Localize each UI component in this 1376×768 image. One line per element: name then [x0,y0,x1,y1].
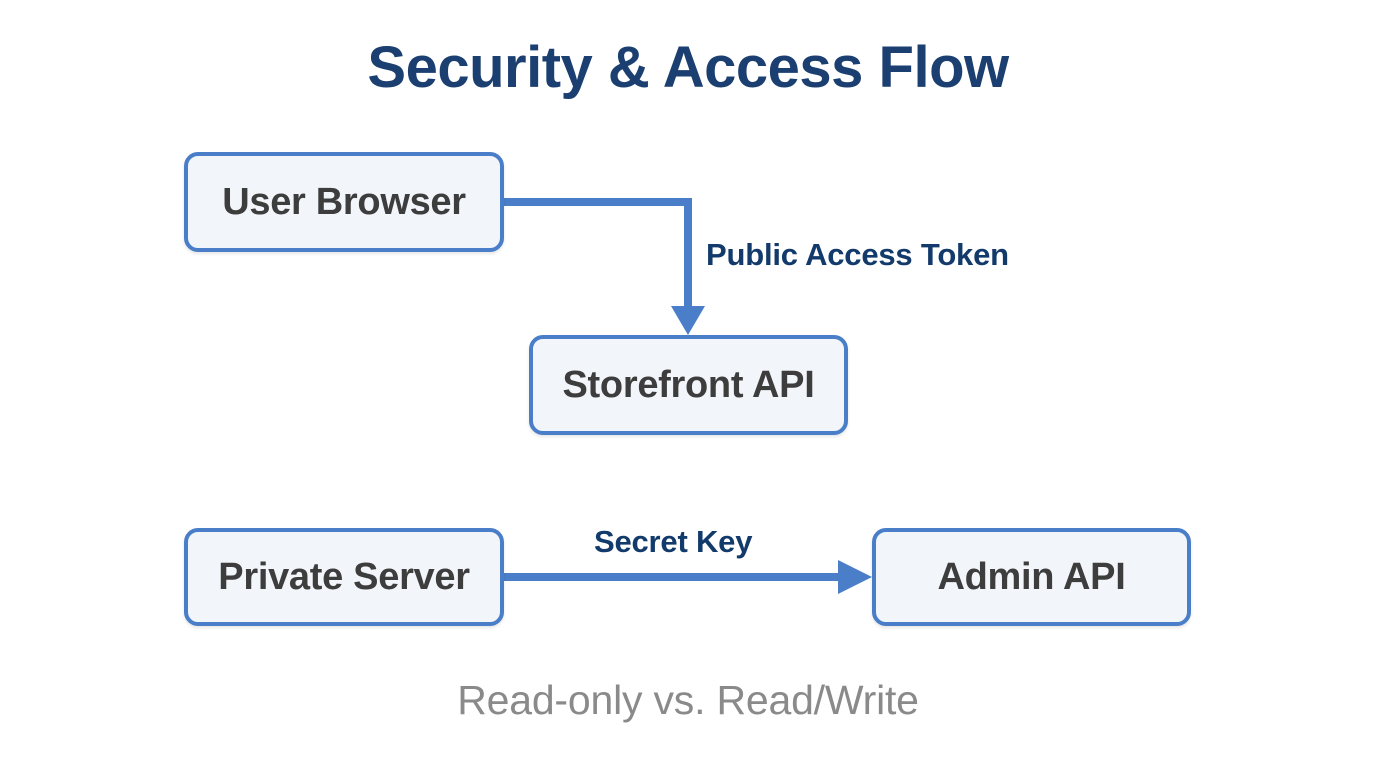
arrowhead-down-icon [671,306,705,335]
node-user-browser[interactable]: User Browser [184,152,504,252]
connector-private-server-to-admin-api [502,560,872,594]
diagram-caption: Read-only vs. Read/Write [457,677,919,723]
node-storefront-api[interactable]: Storefront API [529,335,848,435]
node-user-browser-label: User Browser [222,180,466,223]
page-title: Security & Access Flow [367,35,1009,100]
node-storefront-api-label: Storefront API [562,363,815,406]
node-admin-api[interactable]: Admin API [872,528,1191,626]
node-private-server-label: Private Server [218,555,470,598]
connector-user-browser-to-storefront-api [504,198,705,335]
connector-token-line [504,198,692,308]
arrowhead-right-icon [838,560,872,594]
edge-label-secret-key: Secret Key [594,524,753,559]
node-admin-api-label: Admin API [937,555,1126,598]
edge-label-public-access-token: Public Access Token [706,237,1009,272]
node-private-server[interactable]: Private Server [184,528,504,626]
